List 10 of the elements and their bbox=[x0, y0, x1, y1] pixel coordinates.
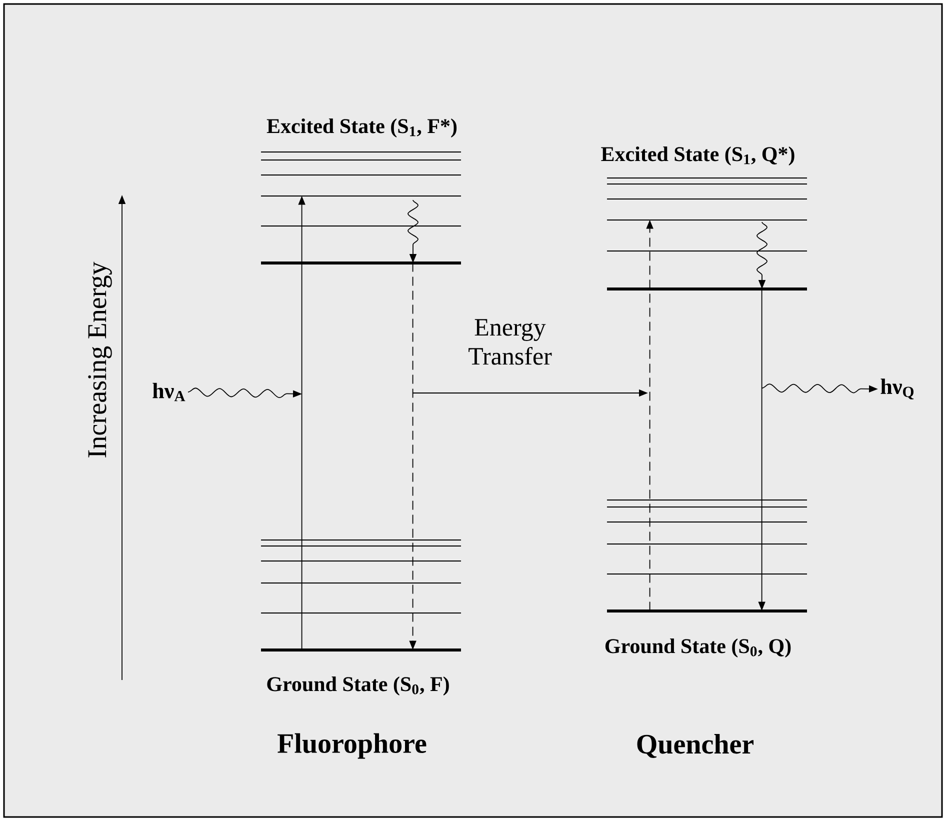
state-label: Excited State (S$_{1}$, Q*) bbox=[601, 146, 794, 166]
molecule-label: Quencher bbox=[637, 734, 754, 758]
photon-label: hν$_{Q}$ bbox=[880, 378, 914, 400]
axis-label: Increasing Energy bbox=[88, 262, 112, 458]
molecule-label: Fluorophore bbox=[278, 733, 426, 759]
transfer-label: Energy Transfer bbox=[468, 319, 552, 365]
state-label: Ground State (S$_{0}$, Q) bbox=[605, 638, 791, 658]
state-label: Excited State (S$_{1}$, F*) bbox=[266, 118, 457, 138]
photon-label: hν$_{A}$ bbox=[152, 382, 186, 402]
state-label: Ground State (S$_{0}$, F) bbox=[267, 676, 449, 696]
